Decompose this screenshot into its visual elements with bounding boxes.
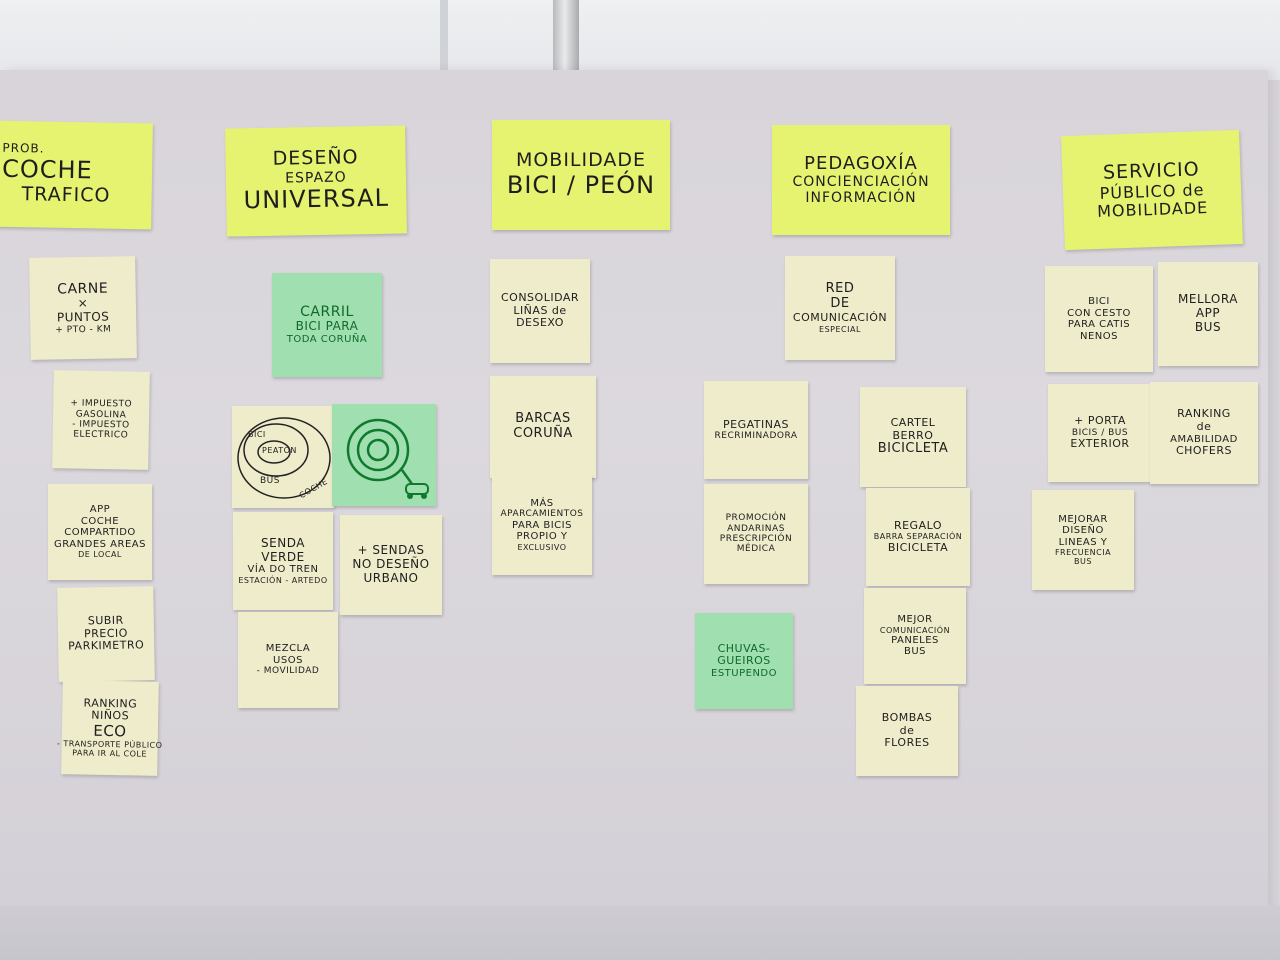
idea-note-chuvasgueiros: CHUVAS- GUEIROS ESTUPENDO	[695, 613, 793, 709]
idea-note-cartel-berro: CARTEL BERRO BICICLETA	[860, 387, 966, 487]
header-note-deseno-espazo-universal: DESEÑO ESPAZO UNIVERSAL	[225, 125, 407, 237]
header-note-coche-trafico: PROB. COCHE TRAFICO	[0, 120, 153, 230]
header-note-pedagoxia: PEDAGOXÍA CONCIENCIACIÓN INFORMACIÓN	[772, 125, 950, 235]
idea-note-subir-precio-parkimetro: SUBIR PRECIO PARKIMETRO	[57, 586, 155, 682]
idea-note-porta-bicis: + PORTA BICIS / BUS EXTERIOR	[1048, 384, 1152, 482]
concentric-circles-drawing	[237, 417, 331, 499]
background-wall	[0, 0, 1280, 80]
window-frame	[440, 0, 448, 80]
spiral-target-drawing	[346, 418, 429, 499]
idea-note-consolidar-linas: CONSOLIDAR LIÑAS de DESEXO	[490, 259, 590, 363]
idea-note-bici-con-cesto: BICI CON CESTO PARA CATIS NENOS	[1045, 266, 1153, 372]
floor	[0, 905, 1280, 960]
idea-note-red-comunicacion: RED DE COMUNICACIÓN ESPECIAL	[785, 256, 895, 360]
idea-note-mezcla-usos: MEZCLA USOS - MOVILIDAD	[238, 612, 338, 708]
idea-note-spiral-drawing	[332, 404, 436, 506]
header-note-mobilidade-bici-peon: MOBILIDADE BICI / PEÓN	[492, 120, 670, 230]
header-note-servicio-publico: SERVICIO PÚBLICO de MOBILIDADE	[1061, 129, 1243, 251]
metal-pole	[553, 0, 579, 80]
idea-note-mellora-app-bus: MELLORA APP BUS	[1158, 262, 1258, 366]
idea-note-pegatinas: PEGATINAS RECRIMINADORA	[704, 381, 808, 479]
idea-note-carril-bici: CARRIL BICI PARA TODA CORUÑA	[272, 273, 382, 377]
idea-note-ranking-amabilidad: RANKING de AMABILIDAD CHOFERS	[1150, 382, 1258, 484]
idea-note-impuesto-gasolina: + IMPUESTO GASOLINA - IMPUESTO ELECTRICO	[52, 370, 150, 470]
idea-note-carne-puntos: CARNE × PUNTOS + PTO - KM	[29, 256, 137, 360]
idea-note-mejor-comunicacion: MEJOR COMUNICACIÓN PANELES BUS	[864, 588, 966, 684]
idea-note-sendas-deseno-urbano: + SENDAS NO DESEÑO URBANO	[340, 515, 442, 615]
idea-note-senda-verde: SENDA VERDE VÍA DO TREN ESTACIÓN - ARTED…	[233, 512, 333, 610]
idea-note-barcas-coruna: BARCAS CORUÑA	[490, 376, 596, 478]
idea-note-ranking-ninos-eco: RANKING NIÑOS ECO - TRANSPORTE PÚBLICO P…	[57, 680, 163, 776]
idea-note-app-coche-compartido: APP COCHE COMPARTIDO GRANDES AREAS DE LO…	[48, 484, 152, 580]
idea-note-concentric-mobility-drawing: BICI PEATÓN BUS COCHE	[232, 406, 334, 508]
idea-note-mejorar-diseno-lineas: MEJORAR DISEÑO LINEAS Y FRECUENCIA BUS	[1032, 490, 1134, 590]
idea-note-promocion-andarinas: PROMOCIÓN ANDARINAS PRESCRIPCIÓN MÉDICA	[704, 484, 808, 584]
idea-note-aparcamientos-bicis: MÁS APARCAMIENTOS PARA BICIS PROPIO Y EX…	[492, 475, 592, 575]
idea-note-regalo-barra: REGALO BARRA SEPARACIÓN BICICLETA	[866, 488, 970, 586]
idea-note-bombas-flores: BOMBAS de FLORES	[856, 686, 958, 776]
